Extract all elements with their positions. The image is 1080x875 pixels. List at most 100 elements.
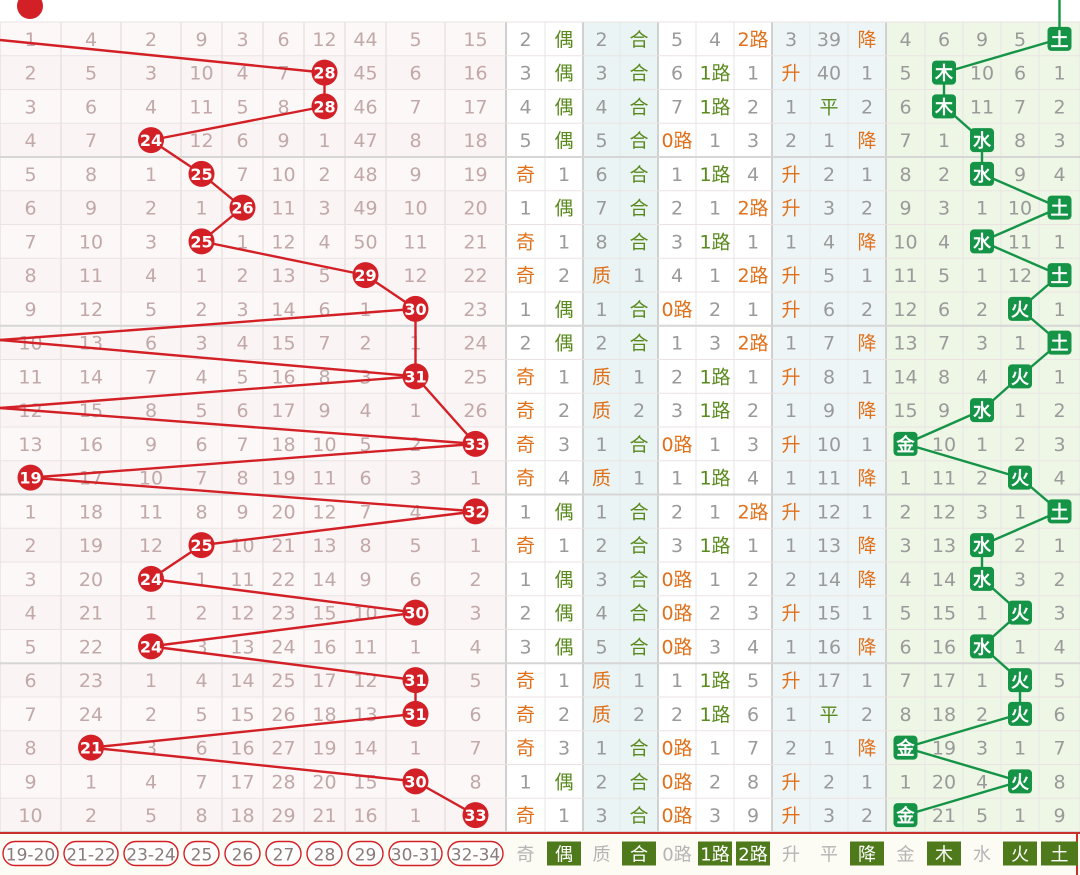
dist-cell: 48 — [353, 164, 377, 186]
footer-dist-pill[interactable] — [224, 840, 261, 867]
attr-cell: 1 — [558, 670, 570, 692]
attr-cell: 1路 — [699, 535, 730, 557]
attr-cell: 合 — [629, 738, 648, 760]
dist-row-bg — [0, 528, 506, 562]
attr-cell: 偶 — [554, 636, 573, 658]
attr-cell: 偶 — [554, 333, 573, 355]
attr-cell: 2 — [747, 400, 759, 422]
attr-cell: 6 — [1014, 63, 1026, 85]
dist-cell: 7 — [469, 738, 481, 760]
dist-cell: 1 — [195, 265, 207, 287]
attr-cell: 合 — [629, 63, 648, 85]
trend-segment — [0, 338, 416, 378]
attr-cell: 0路 — [661, 130, 692, 152]
attr-cell: 奇 — [516, 434, 535, 456]
attr-cell: 1路 — [699, 670, 730, 692]
dist-cell: 4 — [145, 265, 157, 287]
trend-segment — [90, 712, 416, 749]
dist-cell: 7 — [195, 468, 207, 490]
attr-cell: 13 — [893, 333, 917, 355]
dist-cell: 12 — [271, 231, 295, 253]
footer-dist-pill[interactable] — [347, 840, 384, 867]
attr-cell: 3 — [709, 805, 721, 827]
footer-label: 奇 — [517, 845, 535, 866]
dist-cell: 47 — [353, 130, 377, 152]
hit-ball — [462, 498, 489, 525]
footer-dist-pill[interactable] — [306, 840, 343, 867]
trend-bg — [772, 562, 886, 596]
attr-cell: 1 — [633, 265, 645, 287]
attr-cell: 1 — [747, 231, 759, 253]
dist-cell: 8 — [195, 501, 207, 523]
footer-attr-box[interactable] — [736, 841, 770, 866]
footer-dist-pill[interactable] — [447, 840, 504, 867]
footer-label: 29 — [355, 846, 377, 866]
trend-bg — [772, 460, 886, 495]
footer-attr-box[interactable] — [698, 841, 732, 866]
footer-dist-pill[interactable] — [2, 840, 59, 867]
hit-ball-label: 33 — [464, 435, 486, 454]
dist-cell: 2 — [145, 198, 157, 220]
attr-cell: 6 — [823, 299, 835, 321]
attr-cell: 升 — [781, 501, 800, 523]
footer-label: 23-24 — [126, 846, 175, 866]
footer-attr-box[interactable] — [850, 841, 884, 866]
attr-cell: 偶 — [554, 29, 573, 51]
trend-bg — [772, 258, 886, 292]
dist-cell: 24 — [271, 636, 295, 658]
element-marker — [1008, 364, 1032, 389]
attr-cell: 7 — [595, 198, 607, 220]
attr-cell: 5 — [976, 805, 988, 827]
route-bg — [658, 663, 772, 697]
dist-cell: 6 — [277, 29, 289, 51]
footer-attr-box[interactable] — [927, 841, 961, 866]
footer-attr-box[interactable] — [1003, 841, 1037, 866]
grid-lines — [0, 21, 1080, 833]
attr-cell: 1 — [861, 366, 873, 388]
element-marker-label: 土 — [1051, 334, 1069, 355]
attr-cell: 2 — [938, 164, 950, 186]
attr-cell: 5 — [899, 63, 911, 85]
attr-cell: 6 — [899, 636, 911, 658]
dist-row-bg — [0, 460, 506, 495]
attr-cell: 升 — [781, 366, 800, 388]
dist-cell: 49 — [353, 198, 377, 220]
route-bg — [658, 224, 772, 259]
attr-cell: 3 — [519, 63, 531, 85]
dist-cell: 7 — [277, 63, 289, 85]
attr-cell: 1 — [899, 771, 911, 793]
dist-cell: 14 — [79, 366, 103, 388]
trend-bg — [772, 730, 886, 765]
footer-dist-pill[interactable] — [265, 840, 302, 867]
attr-cell: 14 — [932, 569, 956, 591]
footer-attr-box[interactable] — [1041, 841, 1078, 866]
dist-cell: 8 — [24, 265, 36, 287]
attr-cell: 4 — [595, 603, 607, 625]
attr-cell: 11 — [932, 468, 956, 490]
attr-cell: 2 — [595, 771, 607, 793]
attr-cell: 2 — [595, 29, 607, 51]
trend-bg — [772, 663, 886, 697]
attr-cell: 0路 — [661, 569, 692, 591]
footer-dist-pill[interactable] — [123, 840, 179, 867]
footer-attr-box[interactable] — [622, 841, 656, 866]
element-marker — [1008, 296, 1032, 321]
footer-dist-pill[interactable] — [183, 840, 220, 867]
attr-cell: 1 — [1053, 299, 1065, 321]
attr-cell: 1 — [519, 501, 531, 523]
attr-cell: 奇 — [516, 738, 535, 760]
footer-dist-pill[interactable] — [63, 840, 119, 867]
dist-cell: 12 — [230, 603, 254, 625]
dist-cell: 16 — [230, 738, 254, 760]
dist-cell: 18 — [79, 501, 103, 523]
attr-cell: 19 — [932, 738, 956, 760]
hit-ball — [402, 295, 429, 322]
attr-cell: 0路 — [661, 738, 692, 760]
footer-dist-pill[interactable] — [388, 840, 443, 867]
attr-cell: 2 — [519, 29, 531, 51]
element-marker — [970, 161, 994, 186]
footer-attr-box[interactable] — [547, 841, 581, 866]
attr-cell: 降 — [857, 569, 876, 591]
attr-cell: 8 — [823, 366, 835, 388]
dist-cell: 4 — [195, 670, 207, 692]
